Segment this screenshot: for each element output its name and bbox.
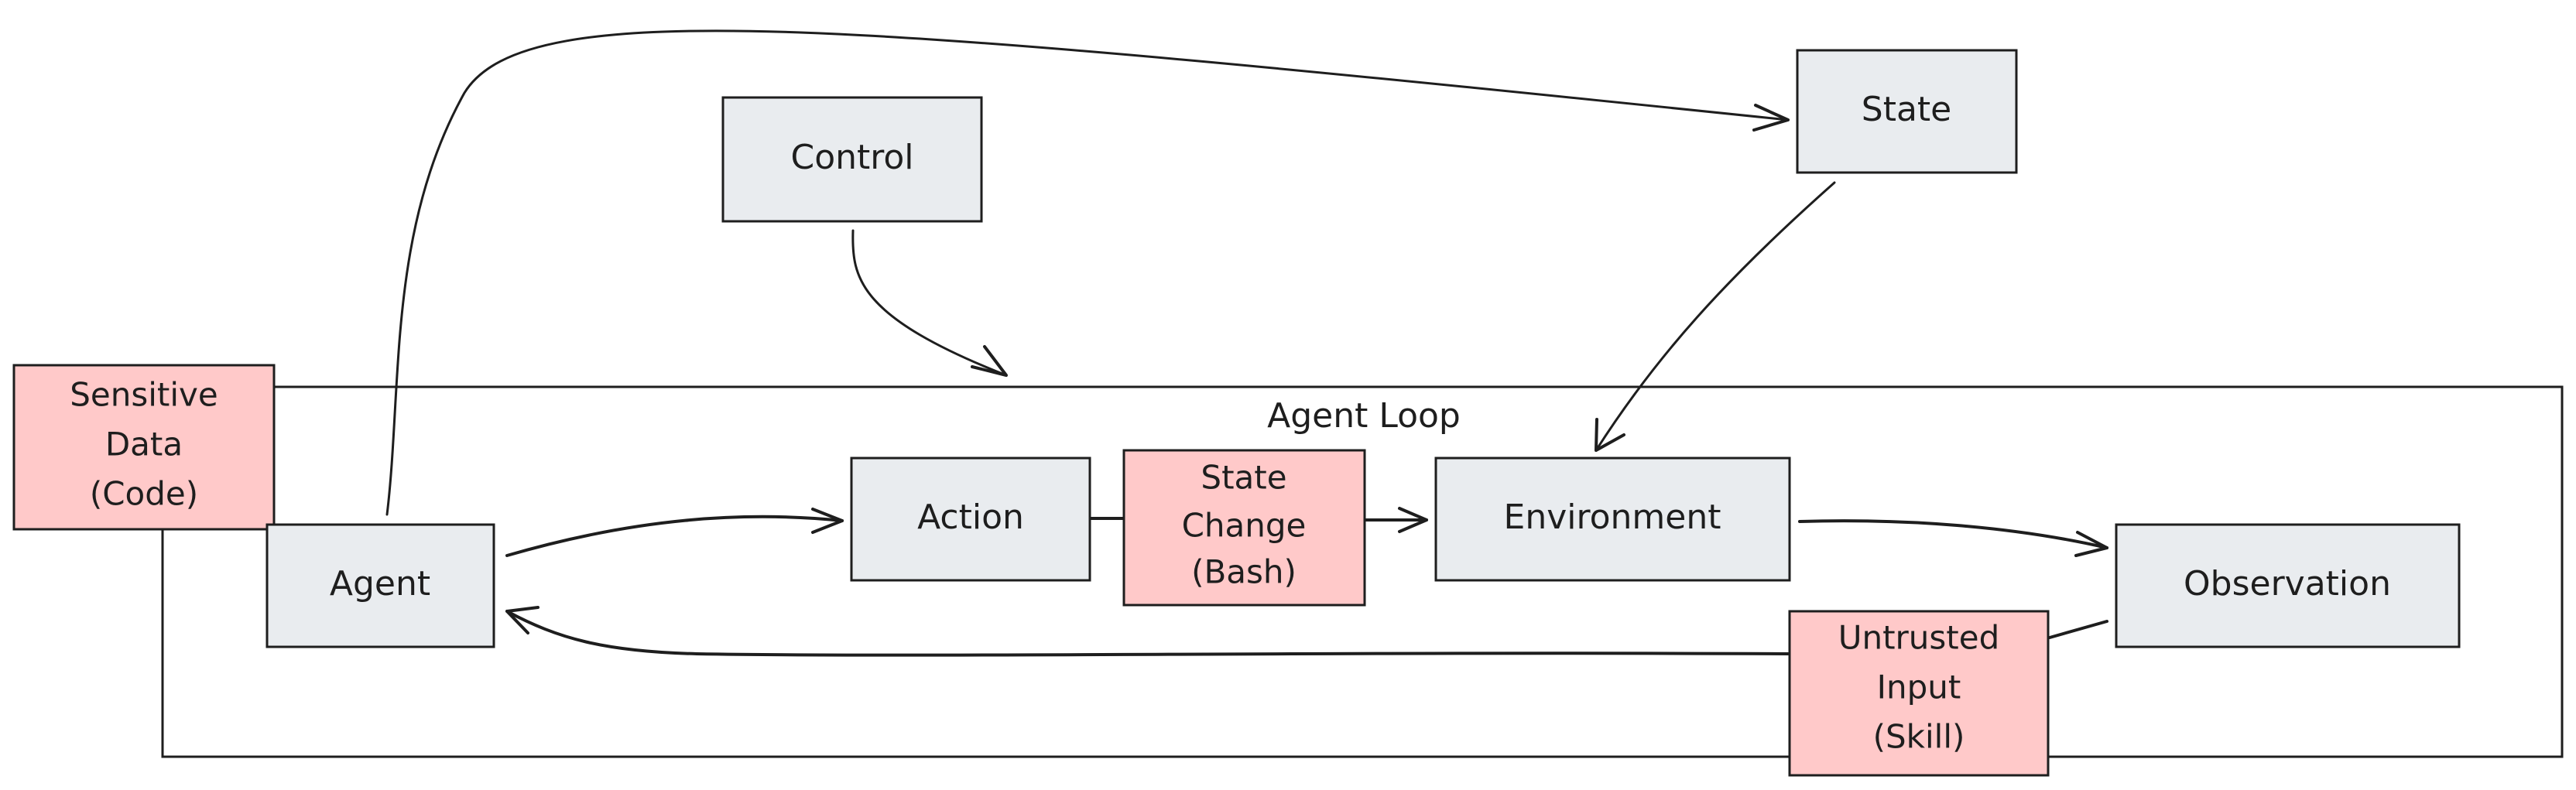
agent-label: Agent xyxy=(330,564,430,604)
node-sensitive-data: Sensitive Data (Code) xyxy=(12,364,276,531)
node-control: Control xyxy=(721,96,983,223)
state-change-line-3: (Bash) xyxy=(1191,553,1297,591)
edge-control-to-loop xyxy=(851,229,1008,377)
state-change-box xyxy=(1122,449,1366,607)
arrowhead-environment-top xyxy=(1595,418,1625,452)
state-label: State xyxy=(1862,90,1951,129)
untrusted-input-box xyxy=(1788,610,2050,777)
state-change-line-1: State xyxy=(1201,459,1286,497)
edge-observation-to-untrusted xyxy=(2048,620,2108,639)
node-state: State xyxy=(1796,49,2018,174)
node-observation: Observation xyxy=(2115,523,2461,648)
node-action: Action xyxy=(850,457,1091,582)
arrowhead-agent xyxy=(505,606,540,634)
agent-loop-frame xyxy=(161,385,2564,758)
control-box xyxy=(721,96,983,223)
agent-loop-label: Agent Loop xyxy=(1267,396,1461,436)
environment-box xyxy=(1434,457,1791,582)
untrusted-input-line-1: Untrusted xyxy=(1838,619,2000,657)
arrowhead-observation xyxy=(2074,531,2108,557)
sensitive-data-line-2: Data xyxy=(105,426,183,463)
edge-state-to-environment xyxy=(1595,181,1836,452)
untrusted-input-line-2: Input xyxy=(1877,669,1961,706)
action-box xyxy=(850,457,1091,582)
edge-agent-to-state xyxy=(385,29,1790,516)
control-label: Control xyxy=(790,138,913,177)
node-agent: Agent xyxy=(265,523,495,648)
node-environment: Environment xyxy=(1434,457,1791,582)
arrowhead-control xyxy=(971,345,1008,377)
arrowhead-action xyxy=(811,508,844,534)
edge-agent-to-action xyxy=(505,515,844,557)
arrowhead-environment-left xyxy=(1398,507,1428,533)
edge-untrusted-to-agent xyxy=(505,610,1790,657)
state-box xyxy=(1796,49,2018,174)
untrusted-input-line-3: (Skill) xyxy=(1873,718,1965,756)
environment-label: Environment xyxy=(1504,498,1721,537)
sensitive-data-line-3: (Code) xyxy=(90,475,198,513)
observation-label: Observation xyxy=(2184,564,2391,604)
action-label: Action xyxy=(917,498,1024,537)
agent-box xyxy=(265,523,495,648)
observation-box xyxy=(2115,523,2461,648)
node-state-change: State Change (Bash) xyxy=(1122,449,1366,607)
sensitive-data-line-1: Sensitive xyxy=(70,376,218,414)
state-change-line-2: Change xyxy=(1182,507,1307,545)
edge-environment-to-observation xyxy=(1798,519,2108,549)
sensitive-data-box xyxy=(12,364,276,531)
arrowhead-state xyxy=(1752,104,1790,132)
node-untrusted-input: Untrusted Input (Skill) xyxy=(1788,610,2050,777)
